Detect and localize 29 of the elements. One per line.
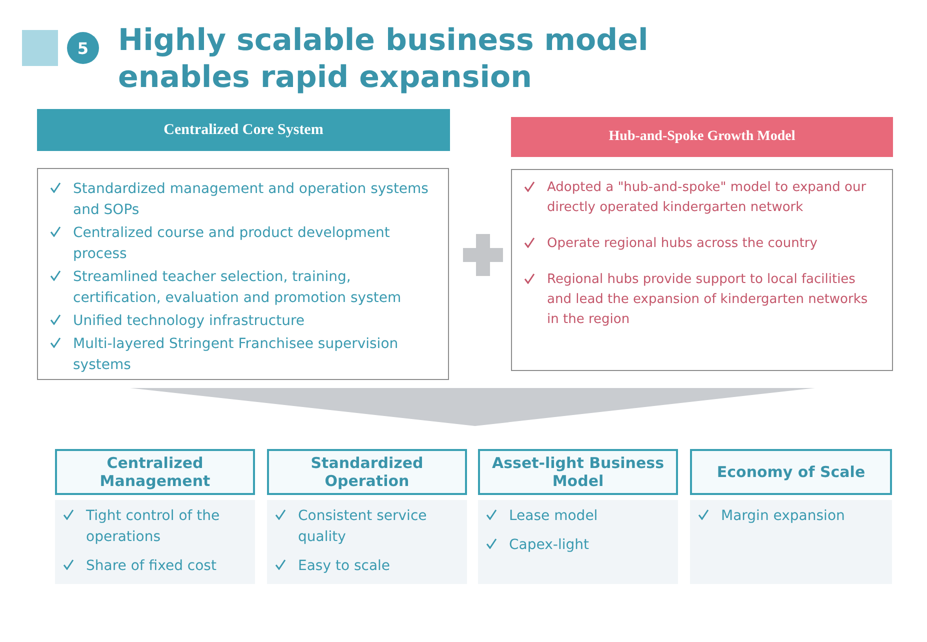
number-badge: 5 xyxy=(67,32,99,64)
bullet-text: Standardized management and operation systems and SOPs xyxy=(73,180,430,220)
bullet-list-panel xyxy=(478,500,678,584)
page-title: Highly scalable business model enables rapid expansion xyxy=(118,22,650,96)
section-header: Hub-and-Spoke Growth Model xyxy=(511,117,893,157)
bullet-text: Consistent service quality xyxy=(298,507,428,547)
bullet-text: Easy to scale xyxy=(298,557,390,576)
section-header: Centralized Management xyxy=(55,449,255,495)
bullet-text: Operate regional hubs across the country xyxy=(547,235,818,253)
bullet-text: Lease model xyxy=(509,507,598,526)
bullet-list-panel xyxy=(55,500,255,584)
bullet-text: Margin expansion xyxy=(721,507,845,526)
bullet-text: Regional hubs provide support to local facilities and lead the expansion of kindergarten networks in the region xyxy=(547,271,869,329)
section-header: Economy of Scale xyxy=(690,449,892,495)
bullet-text: Share of fixed cost xyxy=(86,557,216,576)
bullet-text: Tight control of the operations xyxy=(86,507,221,547)
bullet-text: Adopted a "hub-and-spoke" model to expand our directly operated kindergarten network xyxy=(547,179,868,217)
section-header: Centralized Core System xyxy=(37,109,450,151)
bullet-text: Centralized course and product development process xyxy=(73,224,391,264)
bullet-list-panel xyxy=(37,168,449,380)
section-header: Standardized Operation xyxy=(267,449,467,495)
bullet-list-panel xyxy=(267,500,467,584)
bullet-text: Capex-light xyxy=(509,536,589,555)
bullet-text: Unified technology infrastructure xyxy=(73,312,305,331)
bullet-text: Streamlined teacher selection, training, certification, evaluation and promotion system xyxy=(73,268,402,308)
section-header: Asset-light Business Model xyxy=(478,449,678,495)
bullet-list-panel xyxy=(690,500,892,584)
bullet-text: Multi-layered Stringent Franchisee supervision systems xyxy=(73,335,400,375)
bullet-list-panel xyxy=(511,169,893,371)
